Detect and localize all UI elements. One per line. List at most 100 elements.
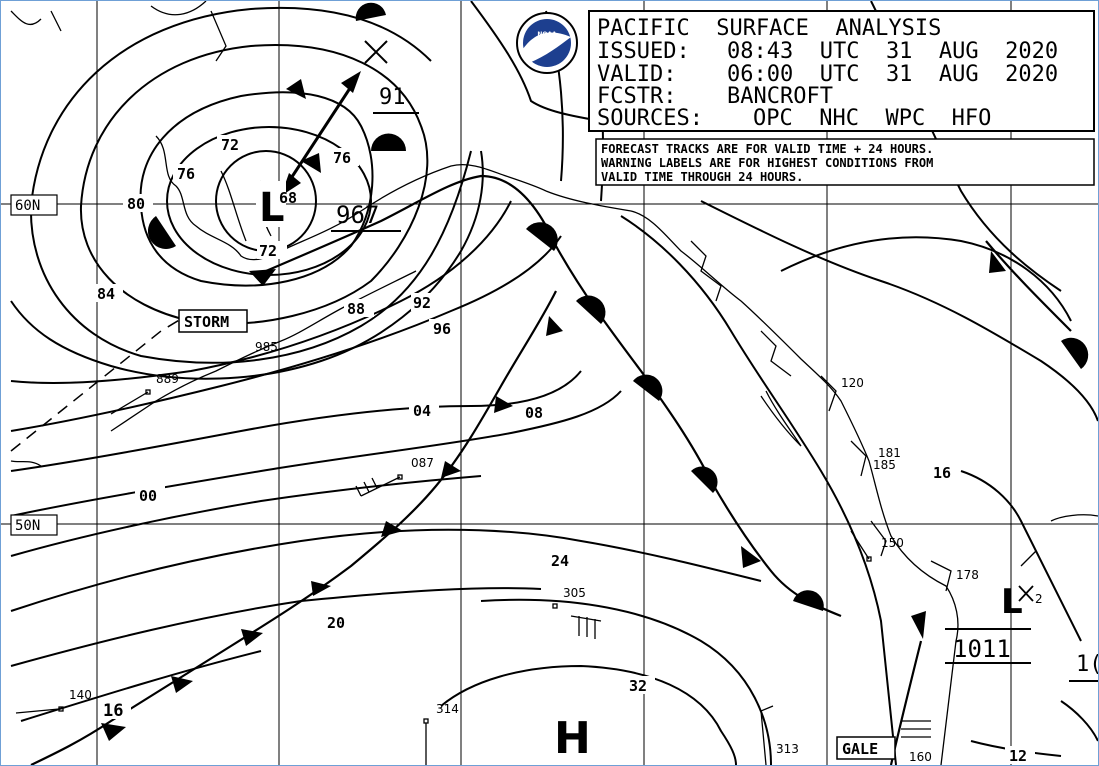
station-value: 305 (563, 586, 586, 600)
front-triangle (441, 461, 461, 478)
front-triangle (171, 676, 193, 693)
front-semicircle (355, 2, 386, 21)
isobar-label: 16 (933, 464, 951, 482)
front-semicircle (147, 216, 176, 250)
isobar-1000 (10, 475, 482, 557)
front-semicircle (1061, 337, 1089, 369)
front-triangle (241, 629, 263, 646)
low-forecast-x-icon (1018, 585, 1034, 602)
front-triangle (741, 546, 761, 568)
latitude-labels: 60N 50N (10, 194, 58, 536)
isobar-988 (10, 150, 484, 380)
front-semicircle (576, 295, 606, 324)
forecast-position-icon (364, 40, 388, 64)
wind-barb (15, 708, 60, 714)
forecast-track (281, 40, 419, 196)
isobar-1016 (620, 215, 897, 765)
valid-label: VALID: (597, 62, 676, 87)
valid-value: 06:00 UTC 31 AUG 2020 (727, 62, 1058, 87)
station-value: 181 (878, 446, 901, 460)
station-value: 087 (411, 456, 434, 470)
coastline-islands (690, 240, 952, 592)
wind-barb (360, 476, 401, 497)
station-marker (866, 556, 872, 562)
station-value: 313 (776, 742, 799, 756)
isobar-984 (29, 6, 472, 364)
storm-warning-label: STORM (184, 313, 229, 331)
isobar-label: 32 (629, 677, 647, 695)
station-plots (15, 389, 1037, 765)
low-pressure-value: 967 (336, 201, 379, 229)
issued-value: 08:43 UTC 31 AUG 2020 (727, 39, 1058, 64)
coastline-fragment (10, 460, 42, 467)
isobar-label: 80 (127, 195, 145, 213)
isobar-1024 (10, 528, 762, 612)
isobar-1008 (10, 390, 622, 517)
front-triangle (381, 521, 403, 537)
front-semicircle (633, 374, 663, 401)
note-line: VALID TIME THROUGH 24 HOURS. (601, 170, 803, 184)
isobar-1032 (20, 650, 737, 765)
wind-barb (760, 710, 767, 765)
track-arrowhead-icon (341, 71, 361, 93)
station-value: 178 (956, 568, 979, 582)
front-semicircle (526, 222, 558, 251)
isobar-north-b (470, 1, 602, 122)
isobar-label: 1( (1076, 652, 1098, 677)
warning-labels: STORM GALE (178, 309, 896, 760)
forecaster-label: FCSTR: (597, 84, 676, 109)
station-value: 150 (881, 536, 904, 550)
isobar-label: 76 (177, 165, 195, 183)
isobar-label: 72 (259, 242, 277, 260)
isobar-980 (79, 44, 429, 325)
station-value: 314 (436, 702, 459, 716)
forecaster-value: BANCROFT (727, 84, 833, 109)
wind-barb (110, 391, 149, 415)
front-triangle (546, 316, 563, 336)
page-title: PACIFIC SURFACE ANALYSIS (597, 16, 941, 41)
station-value: 140 (69, 688, 92, 702)
wind-barb (570, 615, 602, 622)
station-value: 185 (873, 458, 896, 472)
sources-value: OPC NHC WPC HFO (753, 106, 991, 131)
header-info-box: PACIFIC SURFACE ANALYSIS ISSUED: 08:43 U… (588, 10, 1095, 132)
front-semicircle (793, 590, 824, 611)
station-value: 889 (156, 372, 179, 386)
sources-label: SOURCES: (597, 106, 703, 131)
isobar-edge (1060, 700, 1098, 742)
front-triangle (249, 269, 276, 286)
low-suffix: 2 (1035, 592, 1043, 606)
isobar-label: 20 (327, 614, 345, 632)
low-pressure-value: 1011 (953, 635, 1011, 663)
noaa-logo-icon: NOAA (516, 12, 578, 74)
track-arrow-shaft (284, 78, 358, 187)
front-triangle (311, 581, 331, 596)
low-center-2: L 2 1011 (945, 582, 1043, 664)
front-triangle (286, 79, 306, 99)
station-marker (552, 603, 558, 609)
coastline-alaska-north (10, 1, 227, 62)
isobar-label: 12 (1009, 747, 1027, 765)
isobar-labels: 72 76 76 72 80 84 88 92 96 04 08 00 24 2… (93, 135, 1098, 765)
front-triangle (494, 396, 513, 413)
front-semicircle (691, 466, 718, 493)
isobar-label: 04 (413, 402, 431, 420)
front-triangle (911, 611, 926, 639)
wind-barb (850, 530, 870, 560)
isobar-east-d (960, 470, 1082, 642)
isobar-east-a (700, 200, 1098, 422)
note-line: WARNING LABELS ARE FOR HIGHEST CONDITION… (601, 156, 933, 170)
issued-label: ISSUED: (597, 39, 690, 64)
isobar-label: 24 (551, 552, 569, 570)
coastline-alaska-peninsula (155, 135, 547, 261)
low-inner-value: 68 (279, 189, 297, 207)
lat-label-50n: 50N (15, 518, 40, 534)
isobar-east-b (780, 236, 1072, 322)
coastline-fragment (1050, 514, 1098, 522)
isobar-1028 (480, 598, 772, 765)
low-center-1: L 68 967 91 (256, 85, 406, 232)
low-center-icon: L (1001, 582, 1023, 622)
isobar-label: 96 (433, 320, 451, 338)
